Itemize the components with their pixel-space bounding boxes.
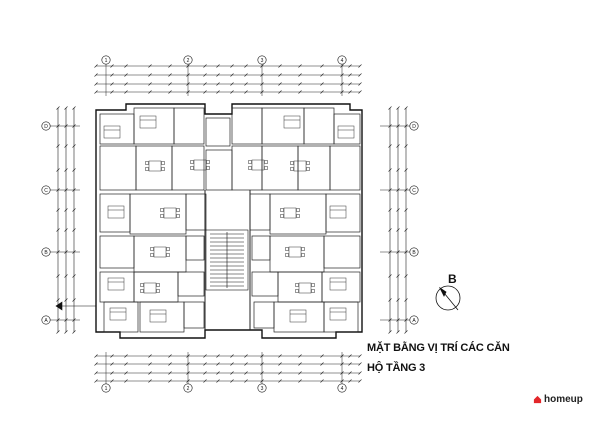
grid-bubble-left-A: A xyxy=(41,315,51,325)
svg-text:3: 3 xyxy=(261,386,264,392)
grid-bubble-right-D: D xyxy=(409,121,419,131)
grid-bubble-bottom-4: 4 xyxy=(337,383,347,393)
logo-text: homeup xyxy=(544,394,583,405)
drawing-title-line-2: HỘ TẦNG 3 xyxy=(367,362,426,374)
svg-text:2: 2 xyxy=(187,386,190,392)
grid-bubble-top-2: 2 xyxy=(183,55,193,65)
grid-bubble-top-1: 1 xyxy=(101,55,111,65)
svg-text:A: A xyxy=(412,318,416,324)
grid-bubble-bottom-2: 2 xyxy=(183,383,193,393)
svg-text:C: C xyxy=(412,188,416,194)
grid-bubble-bottom-3: 3 xyxy=(257,383,267,393)
bottom-dimension-lines xyxy=(94,354,362,383)
furniture-symbols xyxy=(103,115,355,323)
grid-bubble-top-4: 4 xyxy=(337,55,347,65)
svg-text:1: 1 xyxy=(105,58,108,64)
compass-letter: B xyxy=(448,272,457,286)
svg-text:3: 3 xyxy=(261,58,264,64)
grid-bubble-right-C: C xyxy=(409,185,419,195)
grid-bubble-left-D: D xyxy=(41,121,51,131)
svg-text:D: D xyxy=(44,124,48,130)
house-icon xyxy=(533,395,542,404)
north-arrow-icon xyxy=(435,285,461,311)
top-dimension-lines xyxy=(94,64,362,94)
svg-text:D: D xyxy=(412,124,416,130)
left-section-marker xyxy=(55,301,96,311)
building-outline xyxy=(95,103,363,339)
svg-text:A: A xyxy=(44,318,48,324)
svg-text:1: 1 xyxy=(105,386,108,392)
grid-bubble-left-B: B xyxy=(41,247,51,257)
svg-text:B: B xyxy=(412,250,416,256)
grid-bubble-top-3: 3 xyxy=(257,55,267,65)
grid-bubble-bottom-1: 1 xyxy=(101,383,111,393)
svg-text:4: 4 xyxy=(341,58,344,64)
grid-bubble-right-A: A xyxy=(409,315,419,325)
svg-text:4: 4 xyxy=(341,386,344,392)
stair-core xyxy=(205,229,249,291)
drawing-title-line-1: MẶT BẰNG VỊ TRÍ CÁC CĂN xyxy=(367,342,510,354)
homeup-logo: homeup xyxy=(533,394,583,405)
svg-text:C: C xyxy=(44,188,48,194)
grid-bubble-left-C: C xyxy=(41,185,51,195)
svg-text:B: B xyxy=(44,250,48,256)
grid-bubble-right-B: B xyxy=(409,247,419,257)
svg-text:2: 2 xyxy=(187,58,190,64)
room-partitions xyxy=(99,107,361,333)
